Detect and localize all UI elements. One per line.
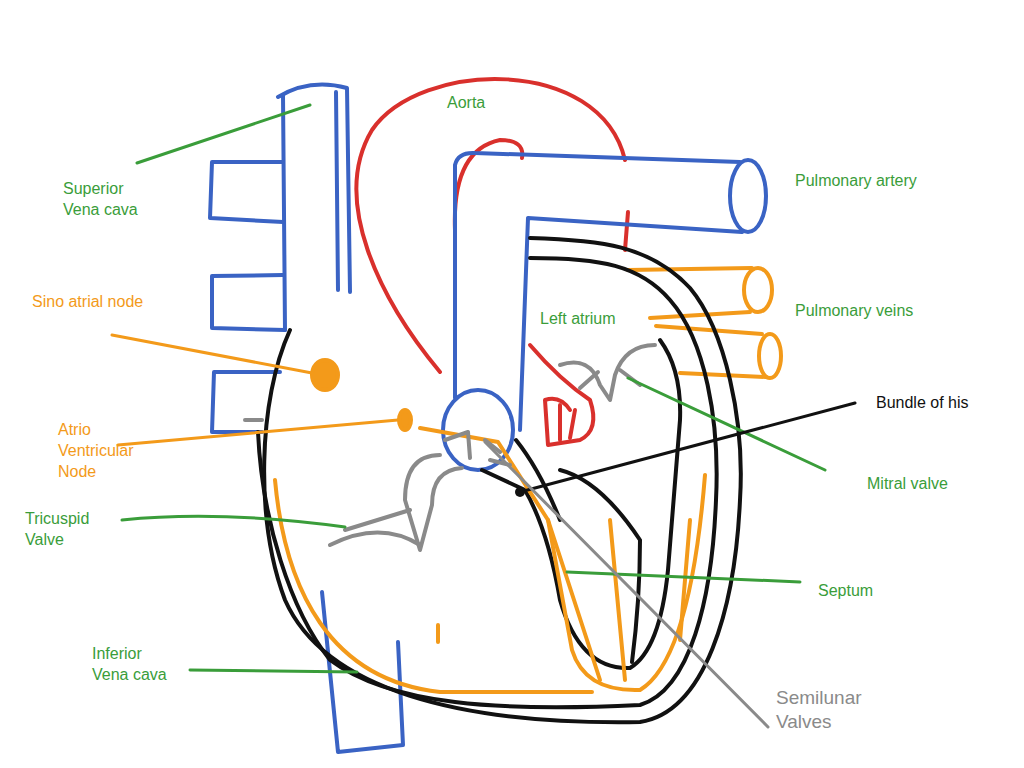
valve-shape	[530, 345, 593, 445]
vessel-opening	[744, 268, 772, 312]
part-label: Bundle of his	[876, 392, 969, 413]
part-label: Tricuspid Valve	[25, 508, 103, 550]
leader-line	[485, 442, 768, 727]
heart-outline	[258, 238, 741, 722]
conduction-fiber	[275, 480, 592, 692]
vessel-wall	[680, 373, 766, 377]
heart-wall	[264, 238, 741, 722]
pulmonary-artery-vessel	[443, 153, 766, 470]
vena-cava	[210, 85, 403, 752]
part-label: Inferior Vena cava	[92, 643, 180, 685]
valve-shape	[560, 405, 575, 440]
vessel-wall	[283, 95, 285, 330]
leader-line	[520, 403, 855, 492]
leader-line	[190, 670, 357, 672]
vessel-branch	[210, 162, 283, 222]
ventricle-wall	[560, 470, 640, 662]
vessel-wall	[650, 312, 750, 318]
vessel-wall	[656, 326, 762, 334]
vessel-opening	[730, 160, 766, 232]
semilunar-leaflet	[445, 432, 510, 465]
part-label: Sino atrial node	[32, 291, 143, 312]
vessel-branch	[212, 275, 285, 330]
heart-wall	[258, 258, 717, 707]
part-label: Semilunar Valves	[776, 686, 886, 734]
part-label: Superior Vena cava	[63, 178, 151, 220]
vessel-wall	[455, 153, 740, 398]
conduction-fiber	[548, 520, 690, 680]
part-label: Atrio Ventricular Node	[58, 419, 146, 482]
part-label: Left atrium	[540, 308, 616, 329]
leader-line	[122, 516, 345, 527]
part-label: Septum	[818, 580, 873, 601]
leader-line	[567, 572, 800, 582]
part-label: Pulmonary artery	[795, 170, 917, 191]
leader-lines	[112, 105, 855, 727]
valve-shape	[245, 418, 262, 422]
aorta-arch	[356, 79, 625, 372]
av-node	[399, 410, 411, 430]
leader-line	[112, 335, 312, 373]
part-label: Mitral valve	[867, 473, 948, 494]
aorta-arch	[625, 212, 628, 250]
sa-node	[312, 360, 338, 390]
vessel-wall	[336, 92, 338, 290]
part-label: Aorta	[447, 92, 485, 113]
conduction-fiber	[436, 625, 440, 642]
mitral-leaflet	[560, 345, 655, 400]
vessel-opening	[759, 334, 781, 378]
heart-valves	[245, 345, 655, 550]
leader-dot	[515, 487, 525, 497]
tricuspid-leaflet	[405, 455, 462, 550]
leader-line	[137, 105, 310, 163]
leader-line	[118, 420, 398, 445]
vessel-wall	[278, 85, 350, 292]
vessel-wall	[628, 268, 752, 270]
part-label: Pulmonary veins	[795, 300, 913, 321]
